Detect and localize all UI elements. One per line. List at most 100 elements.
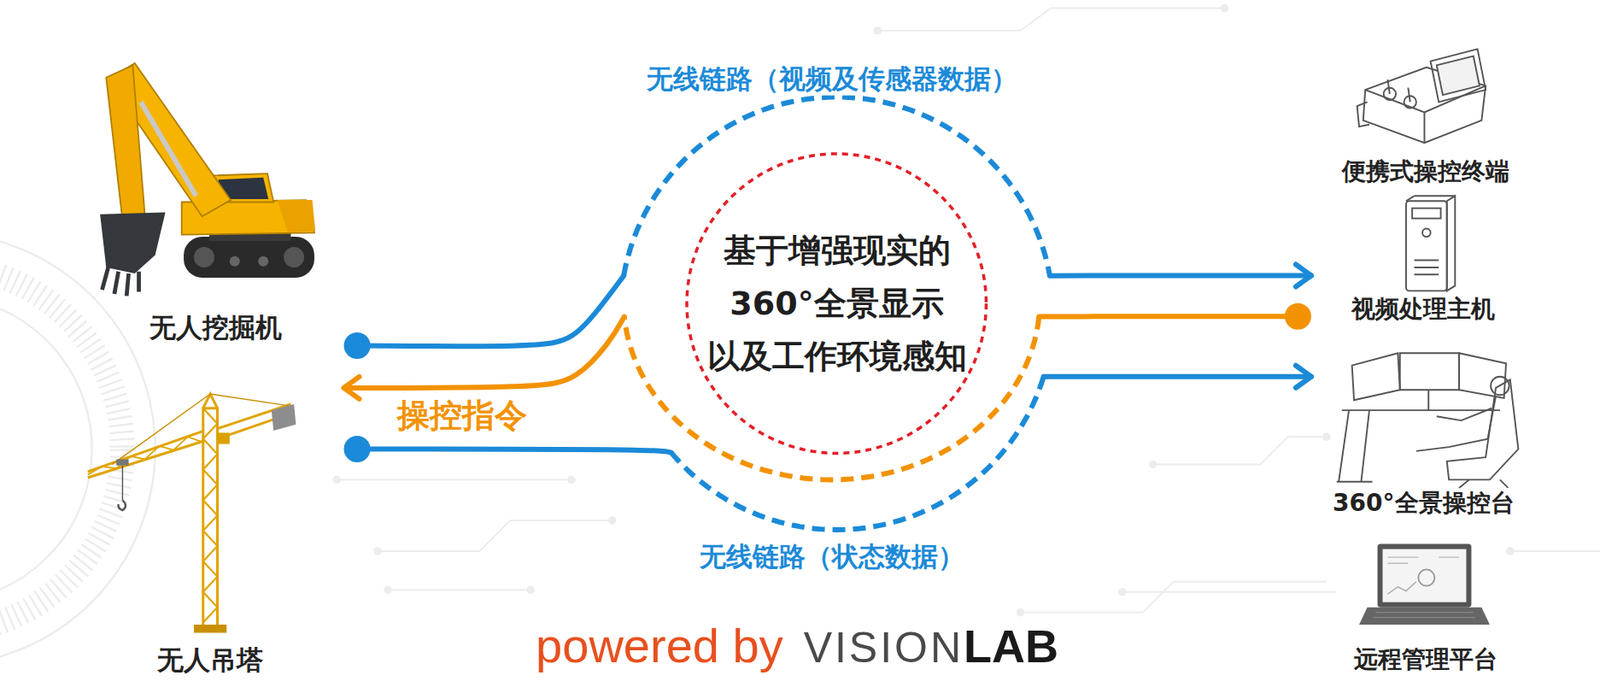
circuit-dots-part xyxy=(1322,432,1331,441)
link-segment xyxy=(1043,374,1312,380)
equipment-node: 远程管理平台 xyxy=(1326,535,1526,679)
tower-crane-illustration-part xyxy=(122,465,124,501)
brand-text: powered by xyxy=(535,618,784,674)
tower-crane-illustration xyxy=(87,393,297,633)
concept-text: 基于增强现实的 360°全景显示 以及工作环境感知 xyxy=(691,223,983,383)
arrow-head xyxy=(1295,264,1312,288)
panoramic-console-icon-part xyxy=(1459,352,1507,399)
circuit-dots-part xyxy=(1148,460,1158,469)
tower-crane-illustration-part xyxy=(87,430,205,478)
link-end-dot xyxy=(344,332,371,359)
equipment-node: 视频处理主机 xyxy=(1311,193,1536,329)
excavator-illustration xyxy=(99,63,316,296)
circuit-traces-part xyxy=(1153,436,1327,464)
circuit-dots-part xyxy=(608,515,617,525)
circuit-dots-part xyxy=(332,475,341,485)
link-segment xyxy=(344,316,625,388)
link-segment xyxy=(357,275,624,346)
circuit-dots-part xyxy=(1016,608,1026,617)
arrow-head xyxy=(344,376,360,399)
link-segment xyxy=(357,449,671,453)
circuit-traces-part xyxy=(377,520,613,551)
panoramic-console-icon-part xyxy=(1342,409,1501,411)
circuit-dots-part xyxy=(1220,4,1230,13)
circuit-traces-part xyxy=(1019,581,1326,613)
tower-crane-illustration-part xyxy=(203,408,218,628)
link-label: 无线链路（状态数据） xyxy=(692,539,972,574)
panoramic-console-icon-part xyxy=(1338,389,1429,481)
panoramic-console-icon-part xyxy=(1447,379,1519,480)
video-host-icon-part xyxy=(1422,228,1431,238)
tower-crane-illustration-part xyxy=(203,408,218,623)
video-host-icon-part xyxy=(1406,195,1415,201)
portable-terminal-icon xyxy=(1357,48,1486,143)
circuit-traces xyxy=(336,8,1600,613)
tower-crane-illustration-part xyxy=(111,393,292,464)
link-label: 操控指令 xyxy=(390,396,534,438)
equipment-label: 视频处理主机 xyxy=(1351,294,1495,324)
portable-terminal-icon-part xyxy=(1357,101,1370,127)
portable-terminal-icon-part xyxy=(1436,56,1480,95)
excavator-illustration-part xyxy=(183,236,315,278)
laptop-icon-part xyxy=(1387,556,1460,563)
excavator-illustration-part xyxy=(229,256,241,267)
video-host-icon xyxy=(1406,195,1455,291)
portable-terminal-icon-part xyxy=(1387,79,1390,94)
tower-crane-illustration-part xyxy=(116,458,129,465)
laptop-icon-part xyxy=(1418,568,1435,586)
circuit-dots-part xyxy=(526,586,535,595)
brand-text: LAB xyxy=(963,619,1059,673)
circuit-traces-part xyxy=(1510,550,1600,552)
circuit-dots xyxy=(332,4,1514,617)
excavator-illustration-part xyxy=(257,256,269,267)
tower-crane-illustration-part xyxy=(216,432,229,444)
laptop-icon-part xyxy=(1359,607,1490,625)
excavator-illustration-part xyxy=(193,246,215,268)
circuit-traces-part xyxy=(877,8,1225,31)
equipment-node: 360°全景操控台 xyxy=(1311,345,1536,523)
laptop-icon xyxy=(1359,544,1490,625)
circuit-dots-part xyxy=(1506,546,1515,556)
tower-crane-illustration-part xyxy=(203,393,218,409)
circuit-dots-part xyxy=(383,586,393,595)
tower-crane-illustration-part xyxy=(87,436,203,475)
video-host-icon-part xyxy=(1412,208,1441,219)
circuit-traces-part xyxy=(1122,591,1337,593)
circuit-dots-part xyxy=(373,546,382,556)
circuit-dots-part xyxy=(873,26,882,36)
portable-terminal-icon-part xyxy=(1430,48,1486,102)
equipment-label: 无人挖掘机 xyxy=(149,311,282,344)
laptop-icon-part xyxy=(1383,549,1467,603)
brand-text: VISION xyxy=(803,623,964,674)
link-segment xyxy=(1038,313,1298,319)
equipment-label: 便携式操控终端 xyxy=(1342,157,1510,187)
equipment-label: 远程管理平台 xyxy=(1353,644,1498,674)
circuit-dots-part xyxy=(567,475,576,485)
tower-crane-illustration-part xyxy=(193,624,227,633)
laptop-icon-part xyxy=(1373,612,1476,618)
panoramic-console-icon xyxy=(1336,352,1519,488)
background-rings-part xyxy=(0,232,156,665)
laptop-icon-part xyxy=(1377,544,1472,608)
panoramic-console-icon-part xyxy=(1416,395,1496,451)
panoramic-console-icon-part xyxy=(1336,480,1373,483)
wireless-status-link xyxy=(344,365,1312,530)
equipment-label: 360°全景操控台 xyxy=(1332,488,1514,518)
link-end-dot xyxy=(1284,303,1312,330)
panoramic-console-icon-part xyxy=(1490,376,1509,395)
link-segment xyxy=(1049,273,1312,279)
video-host-icon-part xyxy=(1406,200,1448,291)
laptop-icon-part xyxy=(1387,581,1416,594)
link-end-dot xyxy=(344,435,371,463)
equipment-label: 无人吊塔 xyxy=(157,644,264,676)
dashed-circle xyxy=(686,153,986,453)
video-host-icon-part xyxy=(1414,260,1440,276)
portable-terminal-icon-part xyxy=(1407,87,1410,103)
excavator-illustration-part xyxy=(99,211,165,274)
panoramic-console-icon-part xyxy=(1352,352,1401,400)
excavator-illustration-part xyxy=(277,199,316,233)
video-host-icon-part xyxy=(1414,194,1456,197)
tower-crane-illustration-part xyxy=(117,499,126,510)
circuit-dots-part xyxy=(1118,587,1127,597)
